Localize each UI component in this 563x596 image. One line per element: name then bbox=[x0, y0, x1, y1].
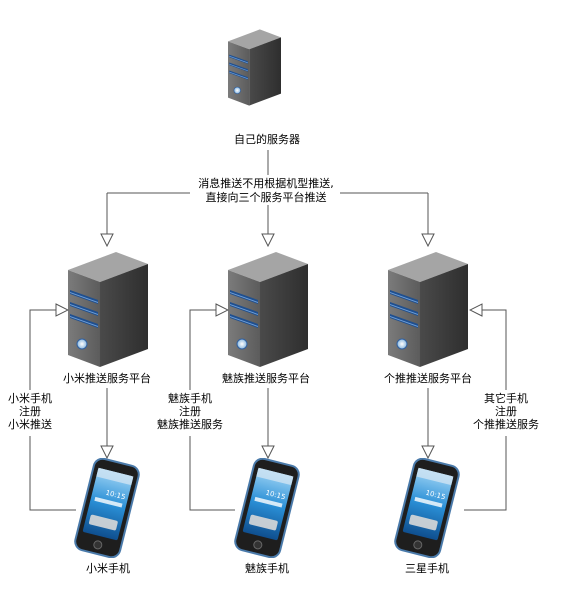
top-server-icon bbox=[228, 28, 281, 107]
xiaomi-platform-server-icon bbox=[68, 252, 148, 367]
edge-label-bg bbox=[190, 175, 340, 205]
getui-platform-server-icon bbox=[388, 252, 468, 367]
meizu-loop-text-3: 魅族推送服务 bbox=[157, 417, 223, 431]
meizu-loop-text-2: 注册 bbox=[179, 404, 201, 418]
phone-label-2: 魅族手机 bbox=[245, 561, 289, 575]
getui-platform-label: 个推推送服务平台 bbox=[384, 371, 472, 385]
edge-label-line2: 直接向三个服务平台推送 bbox=[206, 190, 327, 204]
top-server-label: 自己的服务器 bbox=[234, 132, 300, 146]
edge-label-line1: 消息推送不用根据机型推送, bbox=[198, 176, 334, 190]
xiaomi-loop-text-1: 小米手机 bbox=[8, 391, 52, 405]
phone-label-3: 三星手机 bbox=[405, 561, 449, 575]
xiaomi-phone-icon bbox=[72, 458, 142, 558]
getui-loop-text-3: 个推推送服务 bbox=[473, 417, 539, 431]
xiaomi-platform-label: 小米推送服务平台 bbox=[63, 371, 151, 385]
meizu-platform-label: 魅族推送服务平台 bbox=[222, 371, 310, 385]
samsung-phone-icon bbox=[392, 458, 462, 558]
getui-loop-text-2: 注册 bbox=[495, 404, 517, 418]
phone-label-1: 小米手机 bbox=[86, 561, 130, 575]
xiaomi-loop-text-3: 小米推送 bbox=[8, 417, 52, 431]
meizu-platform-server-icon bbox=[228, 252, 308, 367]
meizu-loop-text-1: 魅族手机 bbox=[168, 391, 212, 405]
meizu-phone-icon bbox=[232, 458, 302, 558]
xiaomi-loop-text-2: 注册 bbox=[19, 404, 41, 418]
getui-loop-text-1: 其它手机 bbox=[484, 391, 528, 405]
diagram: 自己的服务器 消息推送不用根据机型推送, 直接向三个服务平台推送 小米推送服务平… bbox=[0, 28, 548, 575]
